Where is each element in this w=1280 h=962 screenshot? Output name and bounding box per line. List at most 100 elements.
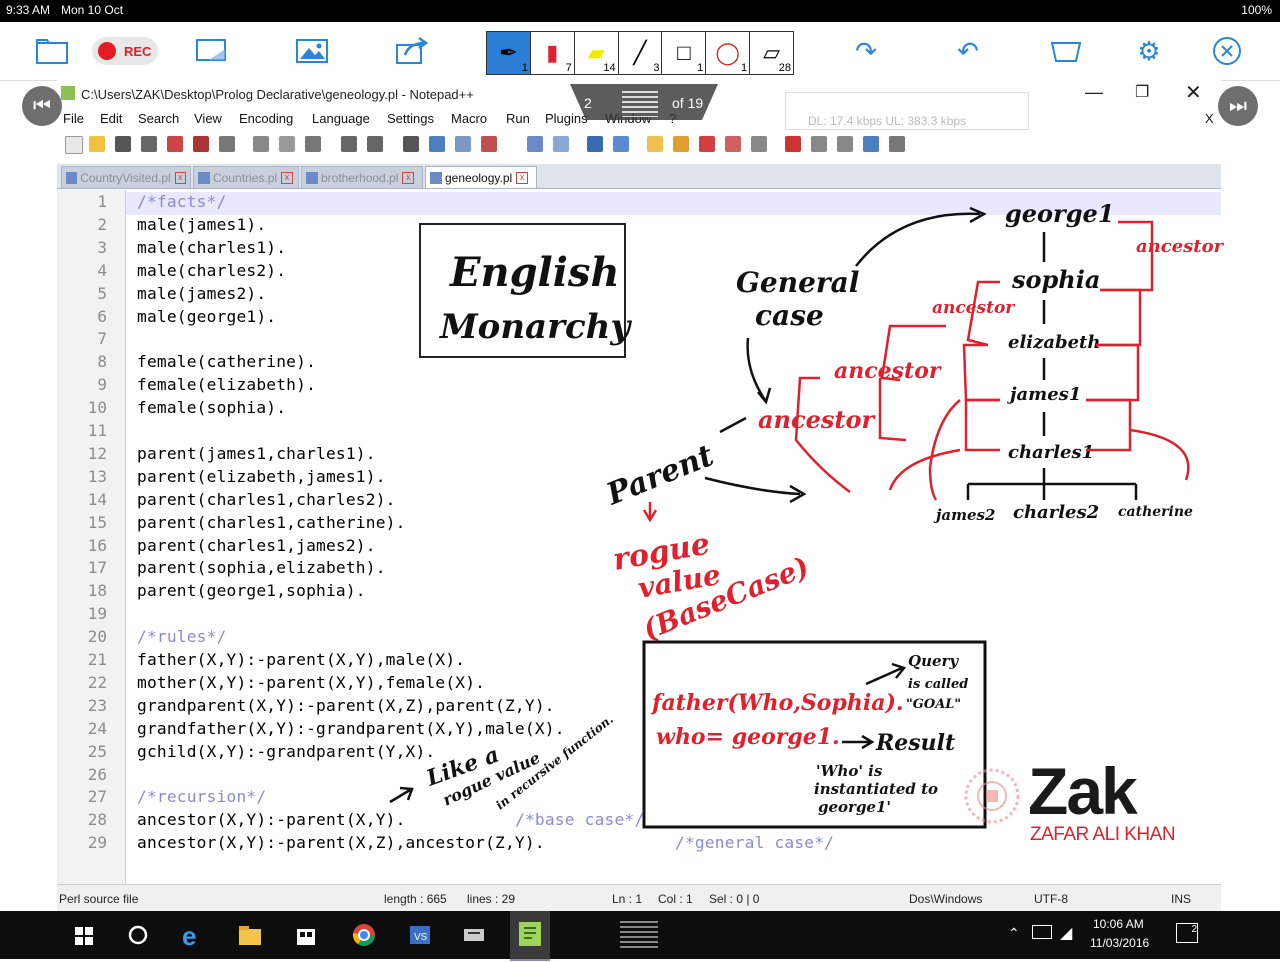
code-line[interactable]: parent(elizabeth,james1). [137,466,386,486]
line-tool-icon[interactable]: ╱3 [619,32,663,74]
edge-browser-icon[interactable]: e [182,921,197,951]
indent-guide-icon[interactable] [613,136,629,152]
code-line[interactable]: gchild(X,Y):-grandparent(Y,X). [137,741,436,761]
code-line[interactable]: male(charles1). [137,237,287,257]
code-line[interactable]: male(james2). [137,283,267,303]
menu-macro[interactable]: Macro [451,111,488,126]
code-line[interactable]: mother(X,Y):-parent(X,Y),female(X). [137,672,486,692]
minimize-button[interactable]: — [1085,82,1103,102]
code-line[interactable]: parent(sophia,elizabeth). [137,558,386,578]
tab-geneology[interactable]: geneology.pl x [425,166,537,188]
code-line[interactable]: father(X,Y):-parent(X,Y),male(X). [137,650,466,669]
eraser-tool-icon[interactable]: ▱28 [763,40,792,74]
clock-time[interactable]: 10:06 AM [1093,917,1144,931]
code-line[interactable]: parent(charles1,charles2). [137,489,396,509]
tab-countryvisited[interactable]: CountryVisited.pl x [61,166,191,188]
code-line[interactable]: female(catherine). [137,352,317,372]
code-line[interactable]: grandfather(X,Y):-grandparent(X,Y),male(… [137,718,565,738]
circle-tool-icon[interactable]: ◯1 [706,32,751,74]
menu-edit[interactable]: Edit [100,111,123,126]
code-line[interactable]: parent(charles1,catherine). [137,512,406,532]
open-file-icon[interactable] [89,136,105,152]
menu-plugins[interactable]: Plugins [545,111,588,126]
image-icon[interactable] [294,34,330,68]
code-line[interactable]: parent(charles1,james2). [137,535,376,555]
code-line[interactable]: /*recursion*/ [137,787,267,807]
tab-close-icon[interactable]: x [281,171,294,184]
close-window-button[interactable]: ✕ [1185,82,1202,104]
next-page-button[interactable]: ⏭ [1218,86,1258,126]
code-line[interactable]: male(james1). [137,214,267,234]
menu-run[interactable]: Run [506,111,530,126]
tab-close-icon[interactable]: x [402,171,415,184]
zoom-out-icon[interactable] [481,136,497,152]
menu-file[interactable]: File [63,111,84,126]
gear-icon[interactable]: ⚙ [1137,35,1161,66]
copy-icon[interactable] [279,136,295,152]
search-icon[interactable] [124,921,152,949]
code-line[interactable]: parent(george1,sophia). [137,581,366,601]
code-line[interactable]: /*facts*/ [137,192,227,211]
store-icon[interactable] [292,921,320,949]
all-chars-icon[interactable] [587,136,603,152]
save-icon[interactable] [115,136,131,152]
pen-tool-icon[interactable]: ✒1 [487,32,531,74]
find-icon[interactable] [403,136,419,152]
windows-start-icon[interactable] [70,921,98,949]
menu-search[interactable]: Search [138,111,180,126]
prev-page-button[interactable]: ⏮ [22,86,62,126]
undo-edit-icon[interactable] [341,136,357,152]
stop-macro-icon[interactable] [811,136,827,152]
record-button[interactable]: REC [92,37,158,65]
menu-encoding[interactable]: Encoding [239,111,294,126]
replace-icon[interactable] [429,136,445,152]
func-list-icon[interactable] [699,136,715,152]
wifi-icon[interactable]: ◢ [1060,925,1073,942]
play-macro-icon[interactable] [837,136,853,152]
redo-edit-icon[interactable] [367,136,383,152]
screen-capture-icon[interactable] [194,34,230,68]
code-line[interactable]: ancestor(X,Y):-parent(X,Y). [137,810,406,830]
new-file-icon[interactable] [65,136,83,154]
menu-view[interactable]: View [194,111,222,126]
code-line[interactable]: /*rules*/ [137,627,227,647]
doc-map-icon[interactable] [673,136,689,152]
udl-icon[interactable] [647,136,663,152]
menu-settings[interactable]: Settings [387,111,434,126]
tab-close-icon[interactable]: x [174,171,186,184]
run-macro-icon[interactable] [863,136,879,152]
highlighter-tool-icon[interactable]: ▰14 [575,32,619,74]
paste-icon[interactable] [305,136,321,152]
folder-workspace-icon[interactable] [725,136,741,152]
code-line[interactable]: female(elizabeth). [137,375,317,395]
remote-desktop-icon[interactable] [460,921,488,949]
close-file-icon[interactable] [167,136,183,152]
page-grid-icon[interactable] [622,91,658,117]
close-doc-button[interactable]: X [1205,111,1214,126]
tab-brotherhood[interactable]: brotherhood.pl x [301,166,423,188]
folder-icon[interactable] [34,34,70,68]
print-icon[interactable] [219,136,235,152]
battery-icon[interactable] [1032,925,1052,939]
file-explorer-icon[interactable] [236,921,264,949]
board-icon[interactable] [1048,34,1084,68]
rectangle-tool-icon[interactable]: □1 [662,32,707,74]
close-icon[interactable] [1209,34,1245,68]
clock-date[interactable]: 11/03/2016 [1090,936,1150,950]
code-text-area[interactable]: /*facts*/ male(james1). male(charles1). mal… [57,190,1221,884]
tab-close-icon[interactable]: x [516,171,529,184]
zoom-in-icon[interactable] [455,136,471,152]
visual-studio-icon[interactable]: VS [406,921,434,949]
code-line[interactable]: male(charles2). [137,260,287,280]
code-line[interactable]: parent(james1,charles1). [137,443,376,463]
menu-language[interactable]: Language [312,111,370,126]
redo-icon[interactable]: ↷ [855,35,877,66]
code-line[interactable]: grandparent(X,Y):-parent(X,Z),parent(Z,Y… [137,695,555,715]
save-macro-icon[interactable] [889,136,905,152]
cut-icon[interactable] [253,136,269,152]
undo-icon[interactable]: ↶ [957,35,979,66]
share-icon[interactable] [394,34,430,68]
chrome-icon[interactable] [350,921,378,949]
notepadpp-taskbar-button[interactable] [510,911,550,961]
